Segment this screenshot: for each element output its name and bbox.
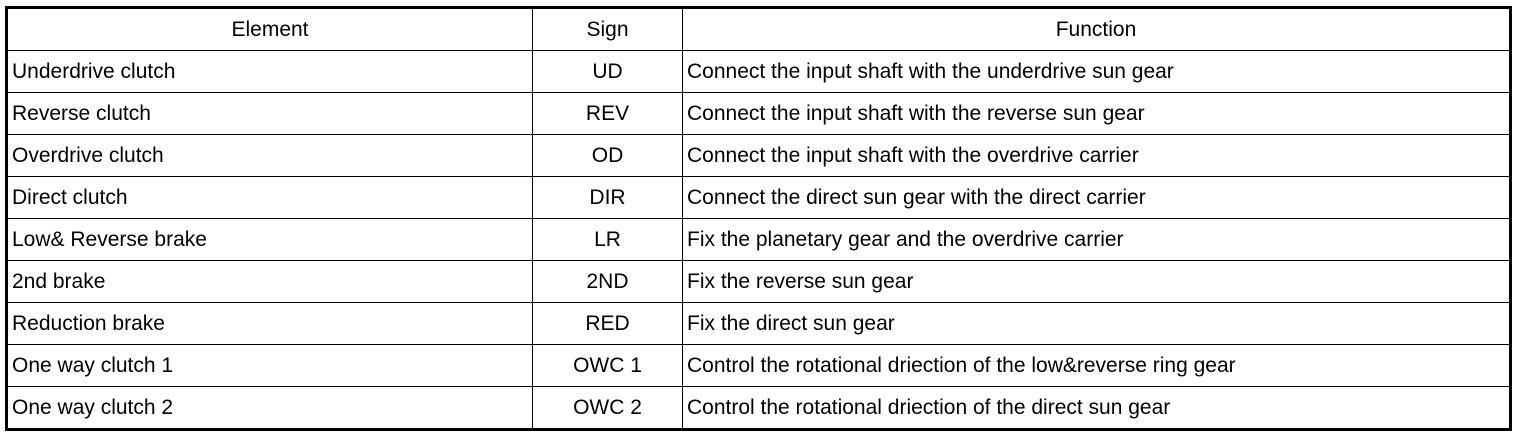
element-cell: Reverse clutch xyxy=(6,92,533,135)
function-cell: Connect the input shaft with the overdri… xyxy=(682,134,1511,177)
element-sign-function-table: Element Sign Function Underdrive clutch … xyxy=(5,6,1512,431)
function-cell: Control the rotational driection of the … xyxy=(682,344,1511,387)
function-cell: Connect the input shaft with the underdr… xyxy=(682,50,1511,93)
element-cell: Reduction brake xyxy=(6,302,533,345)
header-function: Function xyxy=(682,7,1511,51)
sign-cell: LR xyxy=(532,218,683,261)
table-row: 2nd brake 2ND Fix the reverse sun gear xyxy=(6,260,1511,303)
element-cell: Low& Reverse brake xyxy=(6,218,533,261)
header-row: Element Sign Function xyxy=(6,7,1511,51)
table-header: Element Sign Function xyxy=(6,7,1511,51)
table-row: Reverse clutch REV Connect the input sha… xyxy=(6,92,1511,135)
table-row: Low& Reverse brake LR Fix the planetary … xyxy=(6,218,1511,261)
sign-cell: OWC 2 xyxy=(532,386,683,430)
table-row: Underdrive clutch UD Connect the input s… xyxy=(6,50,1511,93)
element-cell: One way clutch 2 xyxy=(6,386,533,430)
element-cell: Underdrive clutch xyxy=(6,50,533,93)
sign-cell: RED xyxy=(532,302,683,345)
sign-cell: REV xyxy=(532,92,683,135)
sign-cell: OD xyxy=(532,134,683,177)
element-cell: 2nd brake xyxy=(6,260,533,303)
table-body: Underdrive clutch UD Connect the input s… xyxy=(6,50,1511,430)
element-cell: Overdrive clutch xyxy=(6,134,533,177)
table-row: Reduction brake RED Fix the direct sun g… xyxy=(6,302,1511,345)
header-element: Element xyxy=(6,7,533,51)
table-row: One way clutch 2 OWC 2 Control the rotat… xyxy=(6,386,1511,430)
function-cell: Fix the planetary gear and the overdrive… xyxy=(682,218,1511,261)
sign-cell: OWC 1 xyxy=(532,344,683,387)
function-cell: Connect the direct sun gear with the dir… xyxy=(682,176,1511,219)
header-sign: Sign xyxy=(532,7,683,51)
function-cell: Control the rotational driection of the … xyxy=(682,386,1511,430)
function-cell: Fix the reverse sun gear xyxy=(682,260,1511,303)
sign-cell: UD xyxy=(532,50,683,93)
function-cell: Fix the direct sun gear xyxy=(682,302,1511,345)
table-row: Direct clutch DIR Connect the direct sun… xyxy=(6,176,1511,219)
table-row: Overdrive clutch OD Connect the input sh… xyxy=(6,134,1511,177)
element-cell: Direct clutch xyxy=(6,176,533,219)
function-cell: Connect the input shaft with the reverse… xyxy=(682,92,1511,135)
element-cell: One way clutch 1 xyxy=(6,344,533,387)
sign-cell: DIR xyxy=(532,176,683,219)
sign-cell: 2ND xyxy=(532,260,683,303)
table-row: One way clutch 1 OWC 1 Control the rotat… xyxy=(6,344,1511,387)
